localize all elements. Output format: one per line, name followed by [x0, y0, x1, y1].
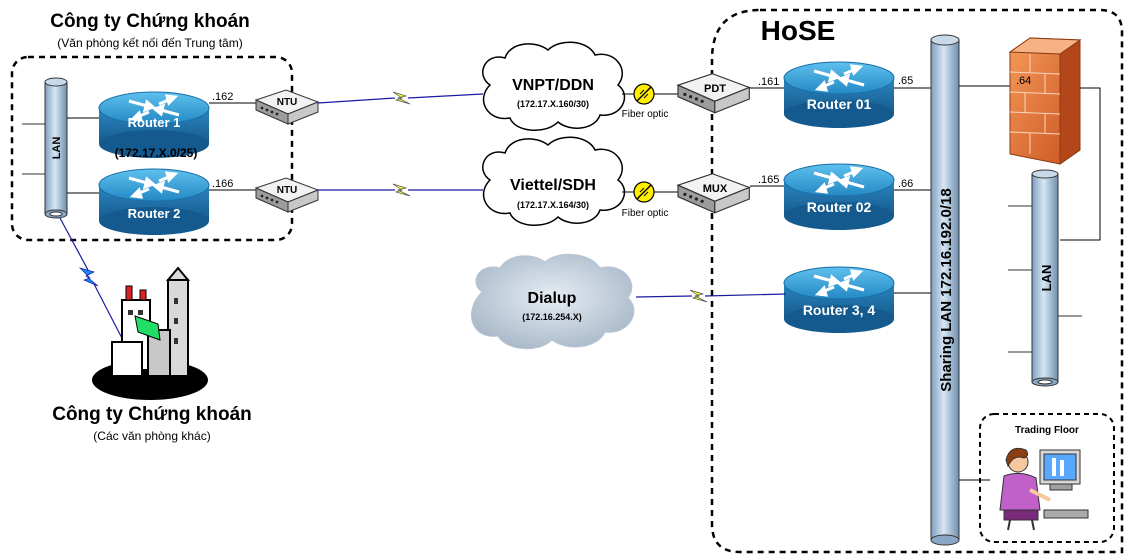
- dialup-cloud: [471, 253, 635, 350]
- left-lan-cylinder: [44, 77, 68, 219]
- ntu-vnpt-link: [317, 91, 484, 105]
- left-site-subtitle: (Văn phòng kết nối đến Trung tâm): [57, 36, 242, 50]
- ntu-2-label: NTU: [277, 185, 298, 196]
- viettel-label: Viettel/SDH: [510, 177, 596, 194]
- fiber-optic-1-label: Fiber optic: [622, 109, 669, 120]
- router-01-label: Router 01: [807, 96, 872, 112]
- trading-floor-label: Trading Floor: [1015, 425, 1079, 436]
- vnpt-label: VNPT/DDN: [512, 77, 594, 94]
- sharing-lan-label: Sharing LAN 172.16.192.0/18: [938, 188, 955, 391]
- sharing-lan-cylinder: [930, 34, 960, 546]
- ip-router-02: .66: [898, 178, 913, 190]
- ip-firewall: .64: [1016, 75, 1031, 87]
- router-2-icon: [97, 167, 211, 237]
- vnpt-subnet-label: (172.17.X.160/30): [517, 99, 589, 109]
- ntu-viettel-link: [318, 183, 483, 197]
- hose-title: HoSE: [761, 15, 836, 46]
- branch-subtitle: (Các văn phòng khác): [93, 429, 210, 443]
- hose-boundary: [710, 8, 1124, 554]
- router-1-label: Router 1: [128, 115, 181, 130]
- right-lan-cylinder: [1031, 169, 1059, 387]
- router-3-4-icon: [782, 265, 896, 335]
- mux-label: MUX: [703, 183, 728, 195]
- branch-building-icon: [92, 266, 208, 400]
- fiber-optic-2-icon: [633, 181, 655, 203]
- left-site-boundary: [10, 55, 294, 242]
- branch-link: [59, 217, 127, 347]
- ip-mux: .165: [758, 174, 779, 186]
- ip-router-2: .166: [212, 178, 233, 190]
- fiber-optic-1-icon: [633, 83, 655, 105]
- left-site-title: Công ty Chứng khoán: [50, 11, 250, 32]
- right-lan-label: LAN: [1039, 265, 1054, 292]
- router-3-4-label: Router 3, 4: [803, 302, 876, 318]
- trading-floor-boundary: [979, 413, 1115, 543]
- pdt-label: PDT: [704, 83, 726, 95]
- branch-title: Công ty Chứng khoán: [52, 404, 252, 425]
- ntu-1-label: NTU: [277, 97, 298, 108]
- dialup-subnet-label: (172.16.254.X): [522, 312, 582, 322]
- dialup-label: Dialup: [528, 290, 577, 307]
- viettel-subnet-label: (172.17.X.164/30): [517, 200, 589, 210]
- left-lan-label: LAN: [51, 137, 63, 160]
- router-02-icon: [782, 162, 896, 232]
- dialup-link: [635, 289, 787, 303]
- router-2-label: Router 2: [128, 206, 181, 221]
- fiber-optic-2-label: Fiber optic: [622, 208, 669, 219]
- router-02-label: Router 02: [807, 199, 872, 215]
- viettel-cloud: [482, 136, 626, 226]
- trading-person-icon: [999, 447, 1089, 531]
- firewall-icon: [1008, 37, 1082, 165]
- router-01-icon: [782, 60, 896, 130]
- ip-pdt: .161: [758, 76, 779, 88]
- ip-router-1: .162: [212, 91, 233, 103]
- left-subnet-label: (172.17.X.0/25): [115, 146, 198, 160]
- vnpt-cloud: [482, 41, 626, 131]
- ip-router-01: .65: [898, 75, 913, 87]
